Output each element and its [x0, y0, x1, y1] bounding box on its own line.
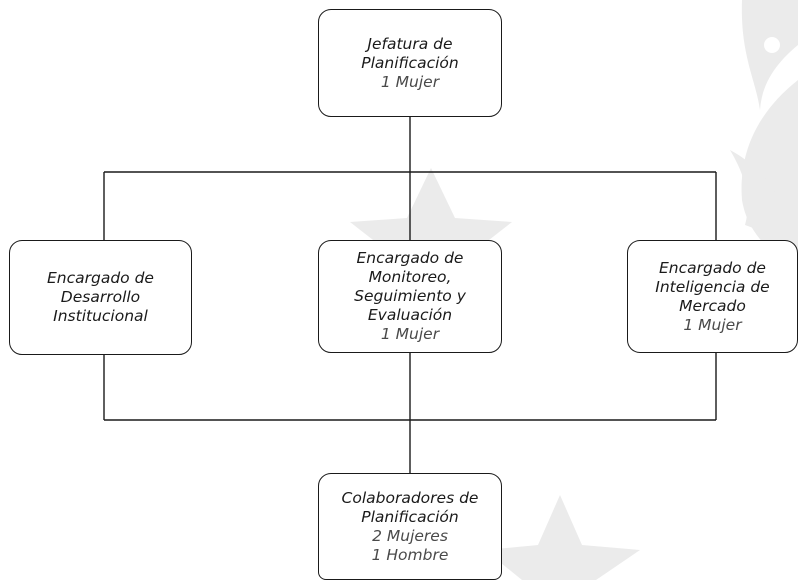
- node-jefatura-title: Jefatura de Planificación: [361, 34, 459, 72]
- node-monitoreo-count: 1 Mujer: [380, 325, 440, 343]
- node-inteligencia-title: Encargado de Inteligencia de Mercado: [655, 258, 770, 315]
- node-jefatura: Jefatura de Planificación 1 Mujer: [318, 9, 502, 117]
- node-colaboradores: Colaboradores de Planificación 2 Mujeres…: [318, 473, 502, 580]
- watermark-star-bottom: [485, 495, 640, 580]
- watermark-flame-low: [730, 150, 786, 255]
- node-desarrollo: Encargado de Desarrollo Institucional: [9, 240, 192, 355]
- watermark-flame-top: [741, 0, 798, 110]
- node-desarrollo-title: Encargado de Desarrollo Institucional: [47, 269, 154, 325]
- watermark-dot: [764, 37, 780, 53]
- node-jefatura-count: 1 Mujer: [380, 72, 440, 91]
- connectors: [103, 117, 717, 473]
- node-monitoreo-title: Encargado de Monitoreo, Seguimiento y Ev…: [354, 249, 466, 324]
- node-monitoreo: Encargado de Monitoreo, Seguimiento y Ev…: [318, 240, 502, 353]
- node-colaboradores-title: Colaboradores de Planificación: [341, 488, 479, 526]
- node-inteligencia: Encargado de Inteligencia de Mercado 1 M…: [627, 240, 798, 353]
- node-colaboradores-count: 2 Mujeres 1 Hombre: [371, 526, 449, 564]
- node-inteligencia-count: 1 Mujer: [683, 315, 742, 334]
